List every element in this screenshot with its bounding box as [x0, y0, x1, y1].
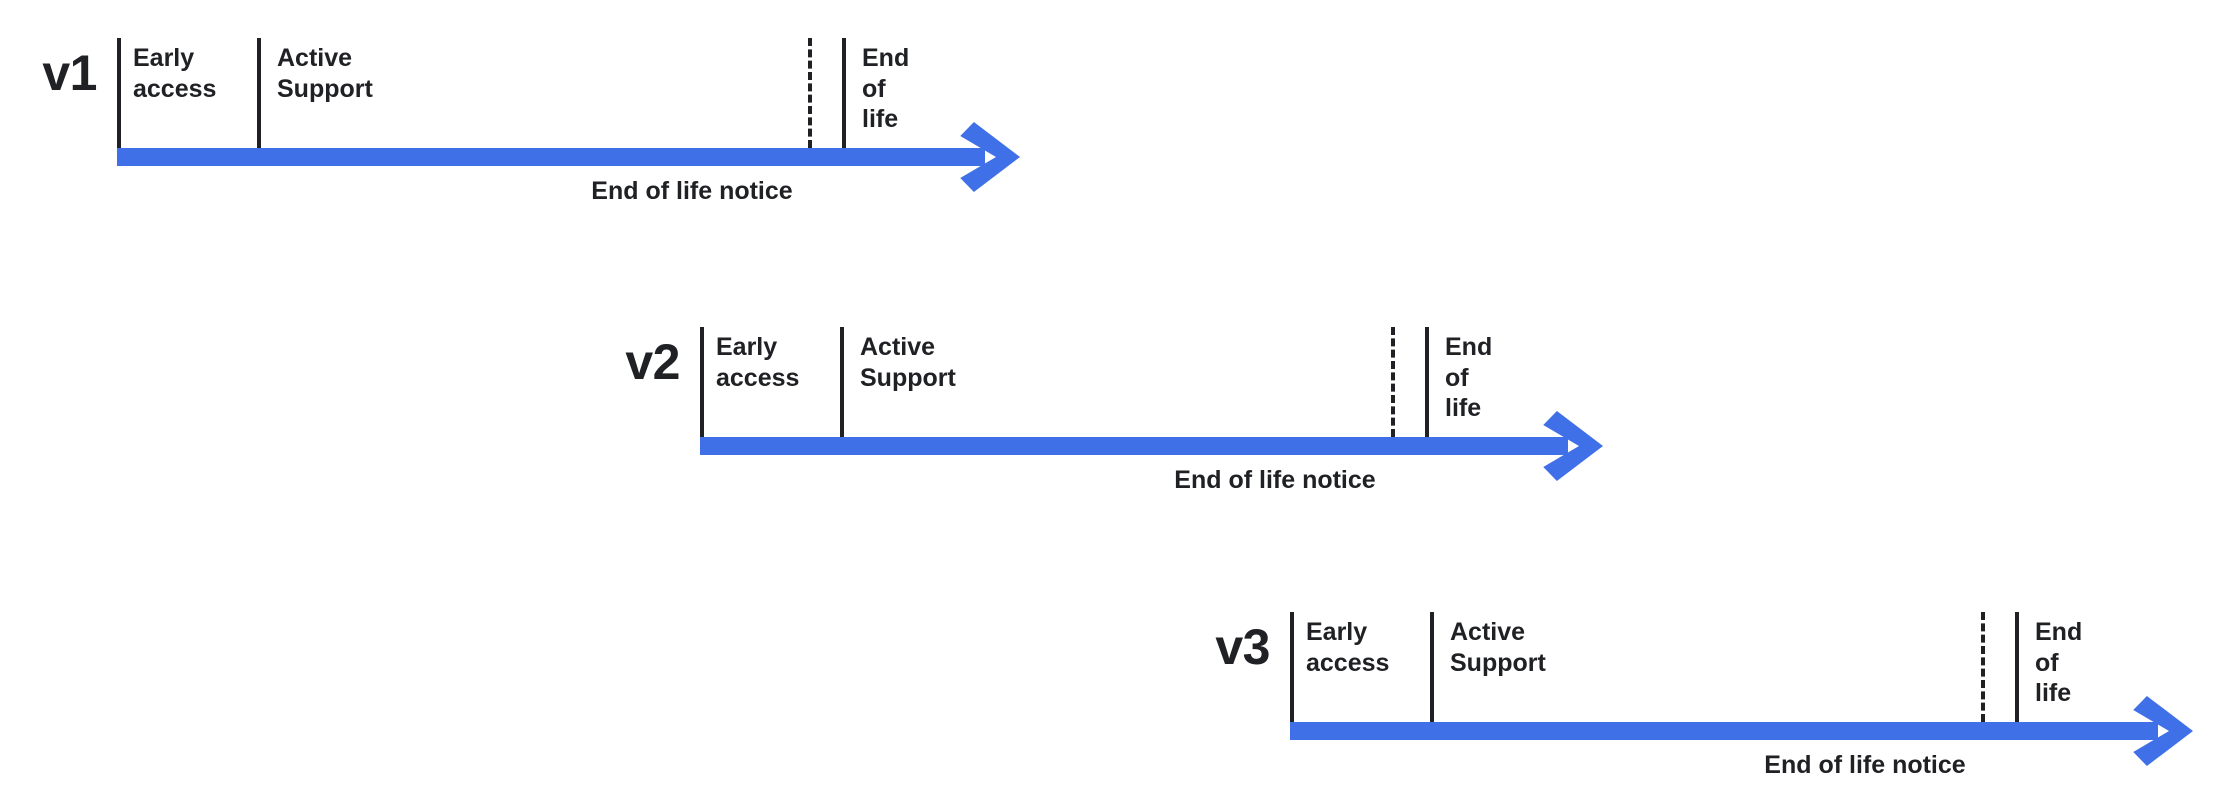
divider-active-support-start	[840, 327, 844, 437]
divider-end-of-life-start	[1425, 327, 1429, 437]
phase-label-end-of-life: End of life	[2035, 618, 2083, 707]
timeline-bar	[700, 437, 1568, 455]
divider-early-access-start	[1290, 612, 1294, 722]
divider-end-of-life-start	[842, 38, 846, 148]
phase-label-end-of-life: End of life	[862, 44, 910, 133]
timeline-bar	[117, 148, 985, 166]
end-of-life-notice-label: End of life notice	[1174, 466, 1376, 494]
divider-early-access-start	[117, 38, 121, 148]
phase-label-active-support: Active Support	[1450, 618, 1546, 677]
version-label-v1: v1	[42, 45, 97, 101]
phase-label-active-support: Active Support	[860, 333, 956, 392]
phase-label-early-access: Early access	[1306, 618, 1390, 677]
version-label-v2: v2	[625, 334, 680, 390]
arrow-head-icon	[2130, 694, 2195, 768]
dashed-marker-end-of-life-notice	[1981, 612, 1985, 722]
phase-label-early-access: Early access	[133, 44, 217, 103]
phase-label-early-access: Early access	[716, 333, 800, 392]
phase-label-end-of-life: End of life	[1445, 333, 1493, 422]
end-of-life-notice-label: End of life notice	[591, 177, 793, 205]
divider-early-access-start	[700, 327, 704, 437]
end-of-life-notice-label: End of life notice	[1764, 751, 1966, 779]
divider-active-support-start	[1430, 612, 1434, 722]
phase-label-active-support: Active Support	[277, 44, 373, 103]
dashed-marker-end-of-life-notice	[1391, 327, 1395, 437]
divider-end-of-life-start	[2015, 612, 2019, 722]
dashed-marker-end-of-life-notice	[808, 38, 812, 148]
arrow-head-icon	[1540, 409, 1605, 483]
divider-active-support-start	[257, 38, 261, 148]
version-label-v3: v3	[1215, 619, 1270, 675]
timeline-bar	[1290, 722, 2158, 740]
arrow-head-icon	[957, 120, 1022, 194]
